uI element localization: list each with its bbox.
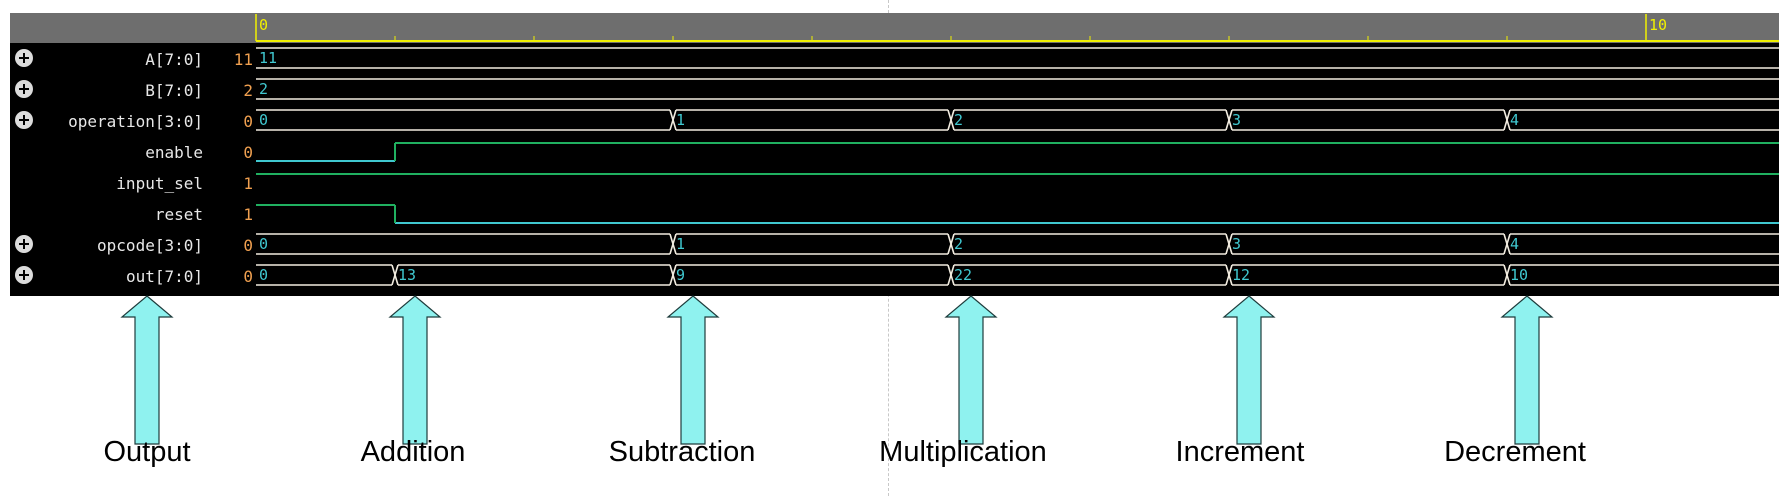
signal-value: 2	[243, 81, 253, 100]
expand-plus-icon[interactable]	[15, 80, 33, 98]
bus-transition	[672, 233, 677, 255]
signal-value: 1	[243, 205, 253, 224]
signal-value: 0	[243, 236, 253, 255]
expand-plus-icon[interactable]	[15, 266, 33, 284]
signal-value: 0	[243, 112, 253, 131]
bus-value-label: 11	[259, 49, 277, 67]
bus-value-label: 2	[259, 80, 268, 98]
annotation-arrow	[120, 295, 174, 445]
expand-plus-icon[interactable]	[15, 111, 33, 129]
signal-row[interactable]: input_sel 1	[10, 167, 255, 198]
caption-decrement: Decrement	[1444, 436, 1586, 468]
bus-transition	[672, 109, 677, 131]
bus-value-label: 2	[954, 111, 963, 129]
signal-row[interactable]: A[7:0] 11	[10, 43, 255, 74]
caption-multiplication: Multiplication	[879, 436, 1047, 468]
bus-value-label: 1	[676, 235, 685, 253]
signal-row[interactable]: operation[3:0] 0	[10, 105, 255, 136]
caption-output: Output	[103, 436, 191, 468]
bus-value-label: 0	[259, 111, 268, 129]
bus-value-label: 2	[954, 235, 963, 253]
annotation-arrow	[1500, 295, 1554, 445]
signal-list: A[7:0] 11 B[7:0] 2 operation[3:0] 0 enab…	[10, 43, 255, 296]
signal-value: 0	[243, 143, 253, 162]
signal-name: opcode[3:0]	[97, 236, 203, 255]
signal-name: operation[3:0]	[68, 112, 203, 131]
bus-transition	[950, 233, 955, 255]
bus-transition	[1506, 109, 1511, 131]
bus-value-label: 3	[1232, 235, 1241, 253]
timeline-header-band	[10, 13, 1779, 43]
ruler-marker-label: 0	[259, 16, 268, 34]
ruler-marker-label: 10	[1649, 16, 1667, 34]
bus-value-label: 1	[676, 111, 685, 129]
signal-name: enable	[145, 143, 203, 162]
signal-row[interactable]: opcode[3:0] 0	[10, 229, 255, 260]
bus-value-label: 4	[1510, 111, 1519, 129]
bus-transition	[1228, 264, 1233, 286]
bus-transition	[950, 109, 955, 131]
signal-row[interactable]: enable 0	[10, 136, 255, 167]
caption-addition: Addition	[360, 436, 466, 468]
bus-transition	[1228, 109, 1233, 131]
bus-value-label: 4	[1510, 235, 1519, 253]
bus-transition	[1506, 264, 1511, 286]
annotation-arrow	[944, 295, 998, 445]
bus-value-label: 10	[1510, 266, 1528, 284]
annotation-arrow	[388, 295, 442, 445]
signal-row[interactable]: B[7:0] 2	[10, 74, 255, 105]
bus-value-label: 0	[259, 235, 268, 253]
expand-plus-icon[interactable]	[15, 49, 33, 67]
annotation-arrow	[666, 295, 720, 445]
bus-transition	[950, 264, 955, 286]
signal-name: reset	[154, 205, 203, 224]
expand-plus-icon[interactable]	[15, 235, 33, 253]
bus-transition	[1228, 233, 1233, 255]
signal-value: 11	[233, 50, 253, 69]
bus-value-label: 0	[259, 266, 268, 284]
caption-subtraction: Subtraction	[608, 436, 756, 468]
bus-transition	[394, 264, 399, 286]
bus-transition	[1506, 233, 1511, 255]
bus-value-label: 13	[398, 266, 416, 284]
signal-value: 0	[243, 267, 253, 286]
signal-name: out[7:0]	[125, 267, 203, 286]
signal-name: A[7:0]	[145, 50, 203, 69]
annotation-arrow	[1222, 295, 1276, 445]
bus-value-label: 12	[1232, 266, 1250, 284]
signal-row[interactable]: out[7:0] 0	[10, 260, 255, 291]
signal-name: input_sel	[116, 174, 203, 193]
bus-value-label: 3	[1232, 111, 1241, 129]
signal-value: 1	[243, 174, 253, 193]
signal-row[interactable]: reset 1	[10, 198, 255, 229]
bus-transition	[672, 264, 677, 286]
caption-increment: Increment	[1175, 436, 1305, 468]
bus-value-label: 22	[954, 266, 972, 284]
bus-value-label: 9	[676, 266, 685, 284]
signal-name: B[7:0]	[145, 81, 203, 100]
